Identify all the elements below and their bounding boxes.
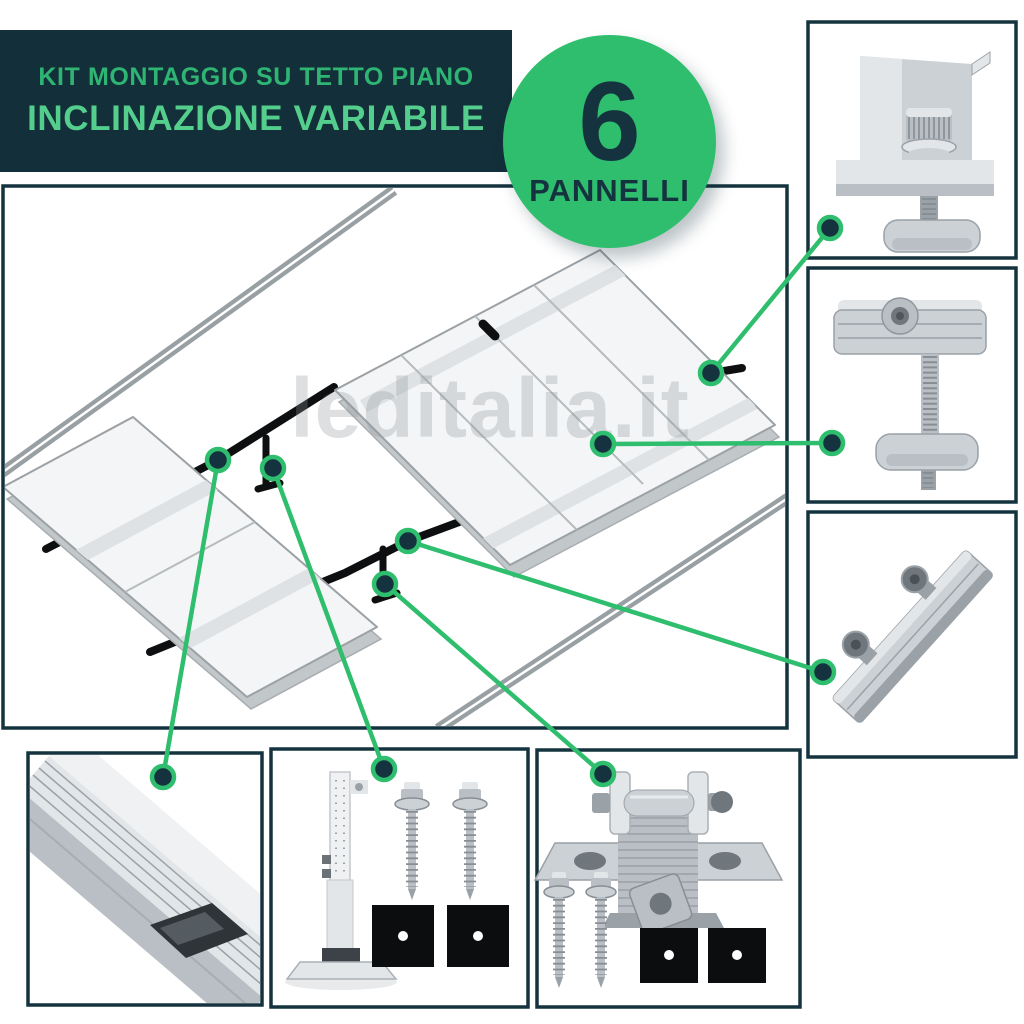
dot-hinged-bracket-box: [589, 760, 617, 788]
callout-lines: [160, 225, 835, 780]
rubber-pad-icon: [447, 905, 509, 967]
callout-line-adjustable-leg: [270, 465, 387, 772]
dot-adjustable-leg-box: [370, 755, 398, 783]
kit-subtitle: INCLINAZIONE VARIABILE: [27, 99, 485, 138]
callout-line-hinged-bracket: [382, 581, 606, 777]
dot-mid-clamp-on-panel: [589, 430, 617, 458]
roof-screw-icon: [543, 872, 575, 988]
rail-splice-icon: [832, 550, 993, 723]
callout-line-mid-clamp: [600, 440, 835, 447]
dot-end-clamp-box: [816, 214, 844, 242]
roof-screw-icon: [394, 782, 430, 900]
right-panel-array: [334, 249, 781, 578]
callout-line-mounting-rail: [160, 457, 221, 780]
panel-count-label: PANNELLI: [529, 173, 690, 209]
watermark: leditalia.it: [290, 361, 689, 455]
hinged-base-bracket-screws-pads-icon: [533, 771, 784, 988]
dot-mid-clamp-box: [818, 429, 846, 457]
rubber-pad-icon: [372, 905, 434, 967]
panel-count: 6: [578, 58, 641, 184]
callout-line-end-clamp: [708, 225, 833, 376]
adjustable-leg-screws-pads-icon: [285, 771, 509, 990]
mounting-rail-icon: [30, 755, 260, 1003]
panel-count-badge: 6 PANNELLI: [503, 35, 716, 248]
title-banner: KIT MONTAGGIO SU TETTO PIANO INCLINAZION…: [0, 30, 512, 172]
dot-leg-on-diagram: [259, 454, 287, 482]
rubber-pad-icon: [640, 928, 698, 983]
roof-screw-icon: [452, 782, 488, 900]
dot-rail-on-diagram: [204, 446, 232, 474]
callout-line-rail-splice: [405, 538, 826, 675]
dot-rail-splice-on-rail: [394, 527, 422, 555]
dot-rail-splice-box: [809, 658, 837, 686]
roof-screw-icon: [585, 872, 617, 988]
dot-mounting-rail-box: [149, 763, 177, 791]
roof-scene: leditalia.it: [5, 188, 785, 726]
roof-edge-top-left: [5, 188, 398, 478]
kit-title: KIT MONTAGGIO SU TETTO PIANO: [38, 63, 474, 91]
t-bolt-icon: [628, 873, 693, 935]
left-panel-array: [5, 416, 383, 710]
rubber-pad-icon: [708, 928, 766, 983]
dot-bracket-on-diagram: [371, 570, 399, 598]
end-clamp-icon: [836, 51, 994, 253]
callout-dots: [149, 214, 846, 791]
roof-edge-bottom-right: [434, 493, 785, 726]
dot-end-clamp-on-panel: [697, 359, 725, 387]
mid-clamp-icon: [833, 297, 987, 490]
mid-clamp-on-panel: [478, 319, 500, 341]
